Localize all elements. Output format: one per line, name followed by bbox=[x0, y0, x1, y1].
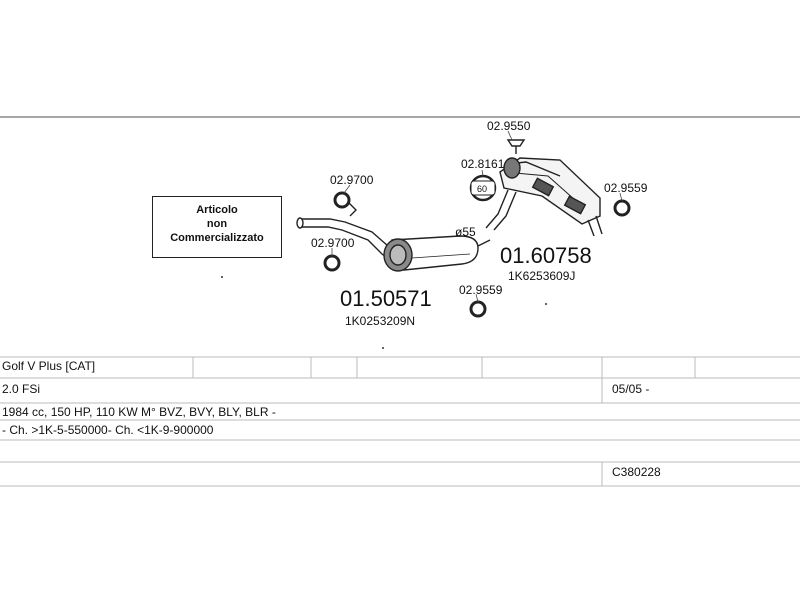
middle-silencer-drawing bbox=[296, 201, 491, 272]
label-02-9700-top: 02.9700 bbox=[330, 173, 374, 187]
label-8161-ring: 60 bbox=[477, 184, 487, 194]
chassis-cell: - Ch. >1K-5-550000- Ch. <1K-9-900000 bbox=[2, 423, 214, 437]
label-diameter-55: ø55 bbox=[455, 225, 476, 239]
date-range-cell: 05/05 - bbox=[612, 382, 650, 396]
label-1k6253609j: 1K6253609J bbox=[508, 269, 575, 283]
table-grid bbox=[0, 356, 800, 487]
note-line-1: Articolo bbox=[196, 204, 238, 216]
note-line-3: Commercializzato bbox=[170, 232, 264, 244]
model-cell: Golf V Plus [CAT] bbox=[2, 359, 96, 373]
label-01-50571: 01.50571 bbox=[340, 286, 432, 311]
label-02-8161: 02.8161 bbox=[461, 157, 505, 171]
label-02-9550: 02.9550 bbox=[487, 119, 531, 133]
label-01-60758: 01.60758 bbox=[500, 243, 592, 268]
rear-silencer-drawing bbox=[485, 139, 603, 237]
dot-mark bbox=[382, 347, 384, 349]
label-1k0253209n: 1K0253209N bbox=[345, 314, 415, 328]
hanger-9700-top-part bbox=[333, 191, 351, 209]
mount-8161-part bbox=[469, 174, 497, 202]
label-02-9559-center: 02.9559 bbox=[459, 283, 503, 297]
label-02-9559-right: 02.9559 bbox=[604, 181, 648, 195]
note-line-2: non bbox=[206, 218, 228, 230]
specs-cell: 1984 cc, 150 HP, 110 KW M° BVZ, BVY, BLY… bbox=[2, 405, 276, 419]
not-commercialized-note: Articolo non Commercializzato bbox=[152, 196, 282, 258]
leader-lines bbox=[331, 130, 623, 303]
engine-cell: 2.0 FSi bbox=[2, 382, 41, 396]
dot-mark bbox=[545, 303, 547, 305]
label-02-9700-bottom: 02.9700 bbox=[311, 236, 355, 250]
reference-cell: C380228 bbox=[612, 465, 661, 479]
dot-mark bbox=[221, 276, 223, 278]
